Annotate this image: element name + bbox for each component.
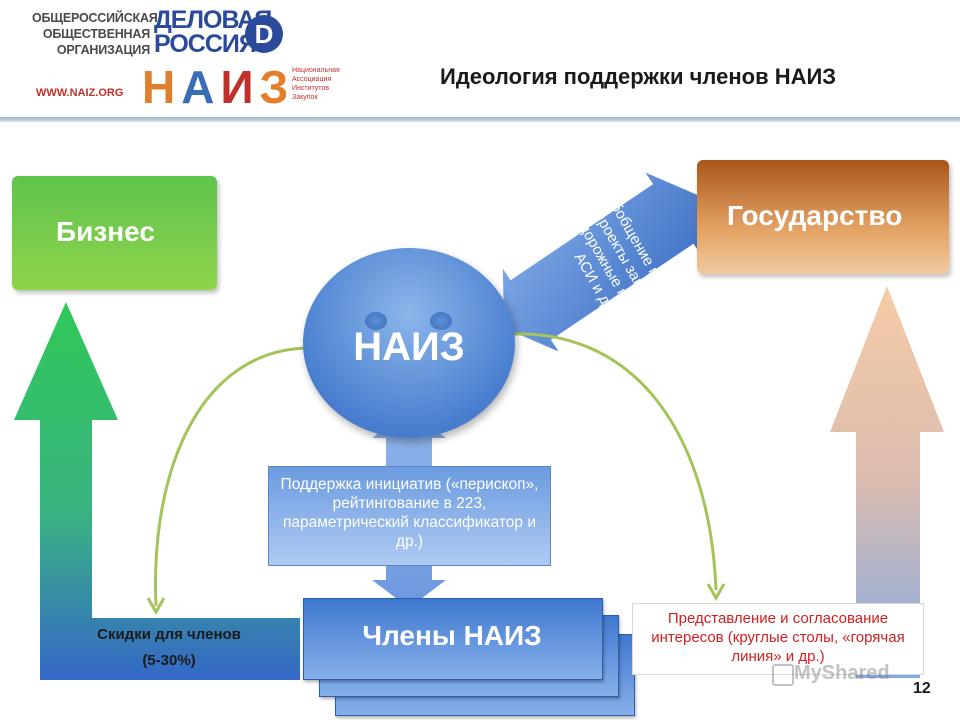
- business-label: Бизнес: [56, 216, 155, 247]
- curve-arrow-left-head: [146, 597, 166, 616]
- generalization-double-arrow: [502, 172, 702, 352]
- naiz-sub-line-2: Ассоциация: [292, 76, 332, 83]
- org-line-3: ОРГАНИЗАЦИЯ: [56, 43, 150, 57]
- delovaya-rossiya-logo: ДЕЛОВАЯ РОССИЯ: [154, 8, 272, 58]
- header-divider: [0, 117, 960, 122]
- naiz-sub-line-3: Институтов: [292, 85, 330, 92]
- watermark: MyShared: [768, 662, 890, 685]
- org-name: ОБЩЕРОССИЙСКАЯ ОБЩЕСТВЕННАЯ ОРГАНИЗАЦИЯ: [32, 10, 158, 58]
- state-up-arrow: [830, 286, 944, 678]
- curve-arrow-left: [154, 346, 309, 607]
- rossiya-text: РОССИЯ: [154, 30, 257, 58]
- delovaya-rossiya-emblem-icon: D: [245, 15, 283, 53]
- website-link[interactable]: WWW.NAIZ.ORG: [36, 87, 124, 99]
- discount-box: Скидки для членов (5-30%): [40, 622, 298, 678]
- naiz-center-label: НАИЗ: [353, 325, 465, 369]
- naiz-logo-subtitle: Национальная Ассоциация Институтов Закуп…: [292, 66, 352, 102]
- naiz-sub-line-4: Закупок: [292, 94, 318, 101]
- naiz-sub-line-1: Национальная: [292, 67, 340, 74]
- discount-line-2: (5-30%): [142, 652, 196, 669]
- naiz-logo: НАИЗ: [142, 62, 294, 112]
- right-eye-icon: [430, 312, 452, 330]
- curve-arrow-right: [511, 332, 718, 591]
- discount-line-1: Скидки для членов: [97, 626, 241, 643]
- org-line-1: ОБЩЕРОССИЙСКАЯ: [32, 11, 158, 25]
- naiz-logo-letter: З: [259, 61, 295, 113]
- org-line-2: ОБЩЕСТВЕННАЯ: [42, 27, 150, 41]
- page-number: 12: [913, 680, 931, 697]
- members-label: Члены НАИЗ: [362, 620, 542, 651]
- support-initiatives-box: Поддержка инициатив («перископ», рейтинг…: [268, 466, 551, 566]
- naiz-logo-letter: Н: [142, 61, 182, 113]
- business-box: Бизнес: [12, 176, 217, 290]
- watermark-icon: [772, 664, 794, 686]
- representation-box: Представление и согласование интересов (…: [632, 603, 924, 675]
- members-card-front: [303, 598, 603, 680]
- watermark-text: MyShared: [794, 662, 890, 684]
- state-label: Государство: [727, 200, 903, 231]
- naiz-circle: [303, 248, 515, 438]
- state-box: Государство: [697, 160, 949, 274]
- naiz-logo-letter: И: [220, 61, 260, 113]
- naiz-logo-letter: А: [181, 61, 221, 113]
- curve-arrow-right-head: [706, 583, 726, 602]
- left-eye-icon: [365, 312, 387, 330]
- business-up-arrow: [14, 302, 300, 680]
- slide-title: Идеология поддержки членов НАИЗ: [440, 64, 837, 89]
